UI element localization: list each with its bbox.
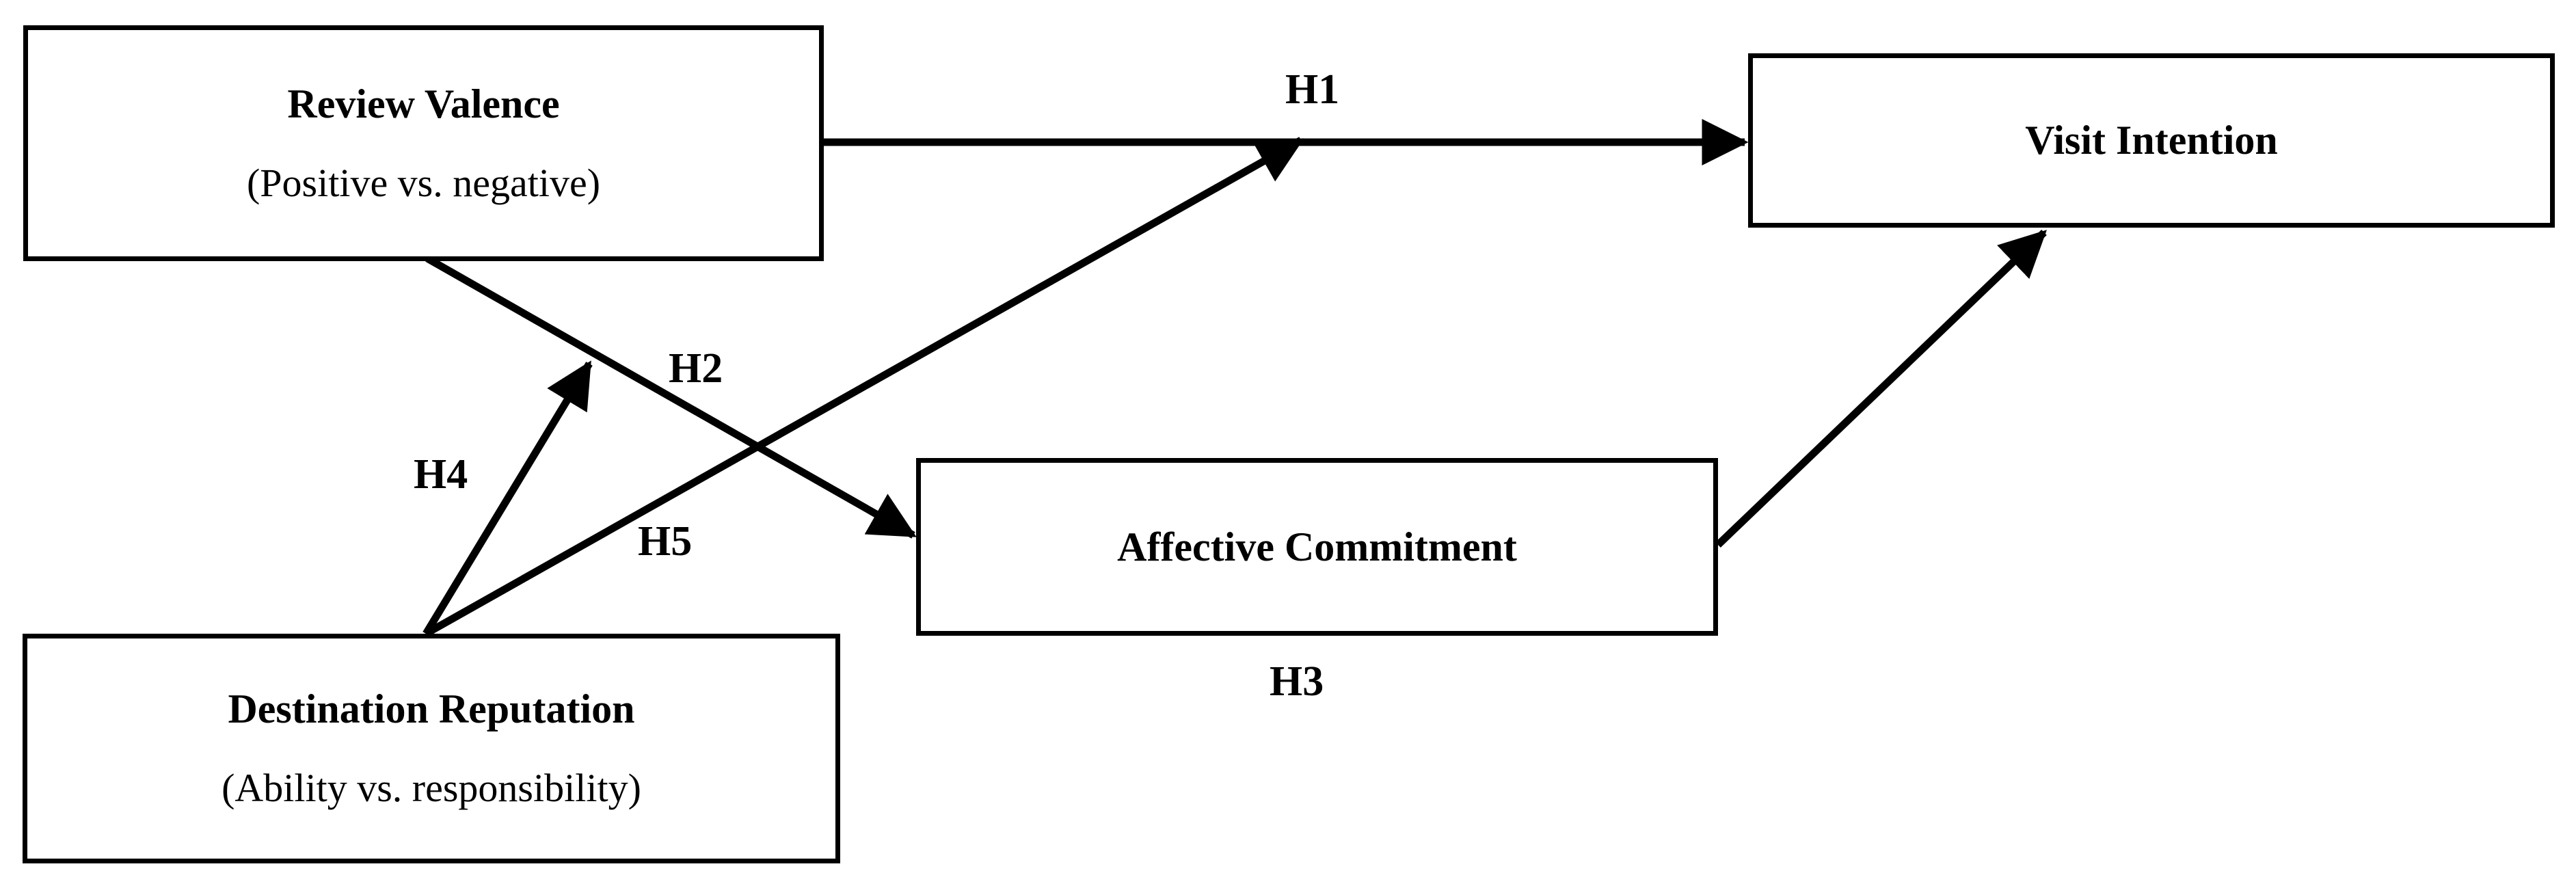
node-destination-reputation[interactable]: Destination Reputation (Ability vs. resp… (23, 634, 840, 863)
node-review-valence-title: Review Valence (287, 81, 560, 126)
node-destination-reputation-title: Destination Reputation (228, 686, 635, 732)
edge-h4-line (422, 360, 593, 636)
node-affective-commitment-title: Affective Commitment (1117, 524, 1517, 569)
node-affective-commitment[interactable]: Affective Commitment (916, 458, 1718, 636)
edge-label-h5: H5 (638, 518, 693, 565)
edge-h2-line (425, 255, 917, 539)
edge-label-h1: H1 (1285, 66, 1340, 113)
edge-label-h3: H3 (1270, 658, 1324, 705)
node-destination-reputation-subtitle: (Ability vs. responsibility) (222, 766, 641, 811)
node-visit-intention-title: Visit Intention (2025, 118, 2278, 163)
edge-label-h4: H4 (414, 451, 468, 498)
node-visit-intention[interactable]: Visit Intention (1748, 53, 2555, 228)
edge-label-h2: H2 (669, 345, 723, 392)
node-review-valence[interactable]: Review Valence (Positive vs. negative) (23, 25, 824, 261)
edge-h5-line (424, 137, 1304, 637)
edge-h3-line (1715, 230, 2047, 548)
node-review-valence-subtitle: (Positive vs. negative) (246, 160, 601, 205)
